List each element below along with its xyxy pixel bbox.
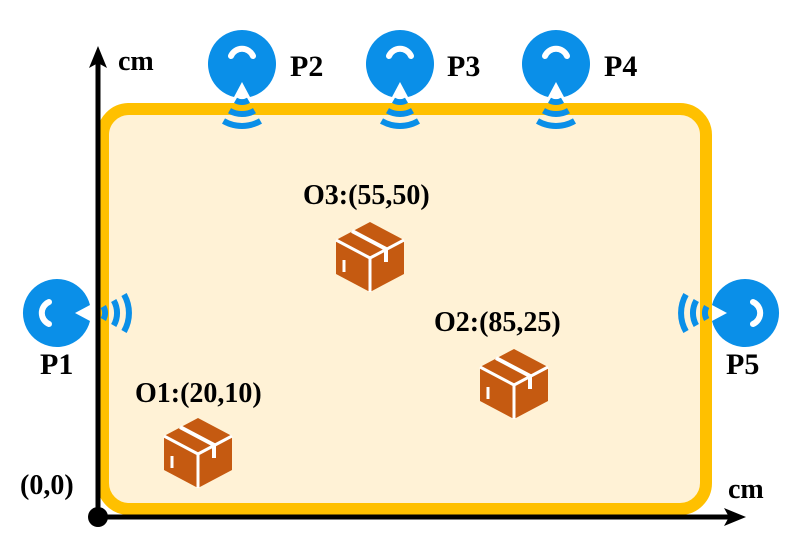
sensor-icon (208, 30, 276, 97)
y-axis-arrow (89, 46, 107, 68)
x-axis-unit-label: cm (728, 474, 764, 505)
y-axis-unit-label: cm (118, 46, 154, 77)
sensor-p5 (712, 279, 779, 347)
sensor-icon (712, 279, 779, 347)
sensor-p1 (23, 279, 90, 347)
sensor-p3 (366, 30, 434, 97)
sensor-icon (522, 30, 590, 97)
origin-label: (0,0) (20, 470, 74, 501)
sensor-p2 (208, 30, 276, 97)
sensor-icon (23, 279, 90, 347)
object-label-o1: O1:(20,10) (135, 378, 262, 409)
sensor-label-p2: P2 (290, 50, 324, 83)
object-label-o2: O2:(85,25) (434, 307, 561, 338)
sensor-label-p5: P5 (726, 348, 760, 381)
sensor-label-p4: P4 (604, 50, 638, 83)
sensor-p4 (522, 30, 590, 97)
sensor-label-p3: P3 (447, 50, 481, 83)
origin-point (88, 507, 108, 527)
x-axis-arrow (724, 508, 746, 526)
object-label-o3: O3:(55,50) (303, 180, 430, 211)
sensor-label-p1: P1 (40, 348, 74, 381)
sensor-icon (366, 30, 434, 97)
